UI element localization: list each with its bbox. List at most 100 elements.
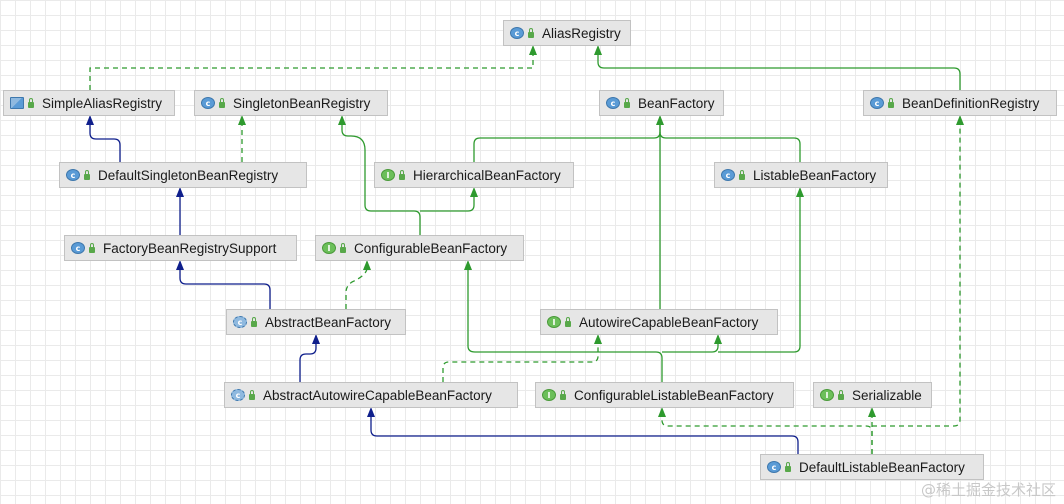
node-abstract-autowire-capable-bean-factory[interactable]: c AbstractAutowireCapableBeanFactory: [224, 382, 518, 408]
node-abstract-bean-factory[interactable]: c AbstractBeanFactory: [226, 309, 406, 335]
arrow-factorybeanregistry: [176, 260, 184, 270]
edge-defaultlistable-to-configlistable: [661, 409, 873, 454]
lock-icon: [565, 317, 571, 327]
lock-icon: [739, 170, 745, 180]
edge-hierarchical-to-beanfactory: [473, 117, 661, 162]
arrow-configurable-b: [464, 260, 472, 270]
arrow-abstractbeanfactory: [312, 334, 320, 344]
edge-abstractbeanfactory-to-configurable: [345, 262, 368, 309]
arrow-serializable: [868, 407, 876, 417]
edge-configlistable-to-autowire: [662, 336, 719, 353]
edge-abstractautowire-to-abstractbeanfactory: [299, 336, 317, 382]
lock-icon: [399, 170, 405, 180]
interface-icon: I: [820, 389, 834, 401]
lock-icon: [89, 243, 95, 253]
edge-configurable-to-singletonregistry: [341, 117, 421, 235]
edge-abstractautowire-to-autowire: [442, 336, 599, 382]
node-label: AbstractAutowireCapableBeanFactory: [263, 387, 492, 403]
edge-configlistable-to-configurable: [467, 262, 663, 382]
node-label: HierarchicalBeanFactory: [413, 167, 561, 183]
node-hierarchical-bean-factory[interactable]: I HierarchicalBeanFactory: [374, 162, 574, 188]
node-label: AbstractBeanFactory: [265, 314, 392, 330]
lock-icon: [528, 28, 534, 38]
edge-defaultlistable-to-beandefregistry: [872, 117, 961, 427]
edge-configlistable-to-listable: [718, 189, 801, 353]
node-label: DefaultSingletonBeanRegistry: [98, 167, 279, 183]
lock-icon: [888, 98, 894, 108]
node-configurable-listable-bean-factory[interactable]: I ConfigurableListableBeanFactory: [535, 382, 794, 408]
edge-listable-to-beanfactory: [659, 131, 801, 162]
node-autowire-capable-bean-factory[interactable]: I AutowireCapableBeanFactory: [540, 309, 778, 335]
interface-icon: c: [201, 97, 215, 109]
node-factory-bean-registry-support[interactable]: c FactoryBeanRegistrySupport: [64, 235, 297, 261]
arrow-simplealias: [86, 115, 94, 125]
interface-icon: c: [606, 97, 620, 109]
lock-icon: [219, 98, 225, 108]
arrow-singletonregistry-a: [238, 115, 246, 125]
arrow-autowire-a: [594, 334, 602, 344]
node-bean-definition-registry[interactable]: c BeanDefinitionRegistry: [863, 90, 1057, 116]
node-singleton-bean-registry[interactable]: c SingletonBeanRegistry: [194, 90, 388, 116]
node-label: SingletonBeanRegistry: [233, 95, 371, 111]
node-configurable-bean-factory[interactable]: I ConfigurableBeanFactory: [315, 235, 524, 261]
edge-simplealias-to-aliasregistry: [89, 47, 534, 90]
abstract-class-icon: c: [233, 316, 247, 328]
arrow-abstractautowire: [367, 407, 375, 417]
node-label: FactoryBeanRegistrySupport: [103, 240, 277, 256]
lock-icon: [624, 98, 630, 108]
node-label: AliasRegistry: [542, 25, 621, 41]
arrow-beanfactory: [656, 115, 664, 125]
node-label: AutowireCapableBeanFactory: [579, 314, 759, 330]
interface-icon: c: [721, 169, 735, 181]
lock-icon: [340, 243, 346, 253]
arrow-aliasregistry-right: [594, 45, 602, 55]
watermark: @稀土掘金技术社区: [920, 481, 1056, 499]
lock-icon: [560, 390, 566, 400]
arrow-configurable-a: [363, 260, 371, 270]
edge-abstractbeanfactory-to-factorybeanregistry: [179, 262, 271, 309]
lock-icon: [838, 390, 844, 400]
node-simple-alias-registry[interactable]: SimpleAliasRegistry: [3, 90, 175, 116]
class-icon: c: [767, 461, 781, 473]
arrow-aliasregistry-left: [529, 45, 537, 55]
edge-defaultlistable-to-abstractautowire: [370, 409, 799, 454]
node-alias-registry[interactable]: c AliasRegistry: [503, 20, 631, 46]
interface-icon: c: [510, 27, 524, 39]
edge-configurable-to-hierarchical: [420, 189, 475, 212]
node-label: SimpleAliasRegistry: [42, 95, 163, 111]
lock-icon: [785, 462, 791, 472]
node-label: ConfigurableBeanFactory: [354, 240, 508, 256]
interface-icon: I: [542, 389, 556, 401]
abstract-class-icon: c: [231, 389, 245, 401]
arrow-beandefregistry: [956, 115, 964, 125]
lock-icon: [249, 390, 255, 400]
node-label: ConfigurableListableBeanFactory: [574, 387, 774, 403]
arrow-singletonregistry-b: [338, 115, 346, 125]
edge-defaultsingleton-to-simplealias: [89, 117, 121, 162]
interface-icon: I: [322, 242, 336, 254]
arrow-listable: [796, 187, 804, 197]
interface-icon: I: [547, 316, 561, 328]
arrow-autowire-b: [714, 334, 722, 344]
node-label: BeanDefinitionRegistry: [902, 95, 1040, 111]
lock-icon: [28, 98, 34, 108]
lock-icon: [84, 170, 90, 180]
node-bean-factory[interactable]: c BeanFactory: [599, 90, 724, 116]
node-default-singleton-bean-registry[interactable]: c DefaultSingletonBeanRegistry: [59, 162, 307, 188]
node-default-listable-bean-factory[interactable]: c DefaultListableBeanFactory: [760, 454, 984, 480]
node-label: Serializable: [852, 387, 922, 403]
edge-beandefregistry-to-aliasregistry: [597, 47, 961, 90]
package-icon: [10, 97, 24, 109]
class-icon: c: [66, 169, 80, 181]
abstract-class-icon: c: [71, 242, 85, 254]
lock-icon: [251, 317, 257, 327]
arrow-hierarchical: [470, 187, 478, 197]
node-label: DefaultListableBeanFactory: [799, 459, 965, 475]
arrow-defaultsingleton: [176, 187, 184, 197]
arrow-configlistable: [658, 407, 666, 417]
node-serializable[interactable]: I Serializable: [813, 382, 932, 408]
node-listable-bean-factory[interactable]: c ListableBeanFactory: [714, 162, 888, 188]
interface-icon: c: [870, 97, 884, 109]
node-label: BeanFactory: [638, 95, 715, 111]
